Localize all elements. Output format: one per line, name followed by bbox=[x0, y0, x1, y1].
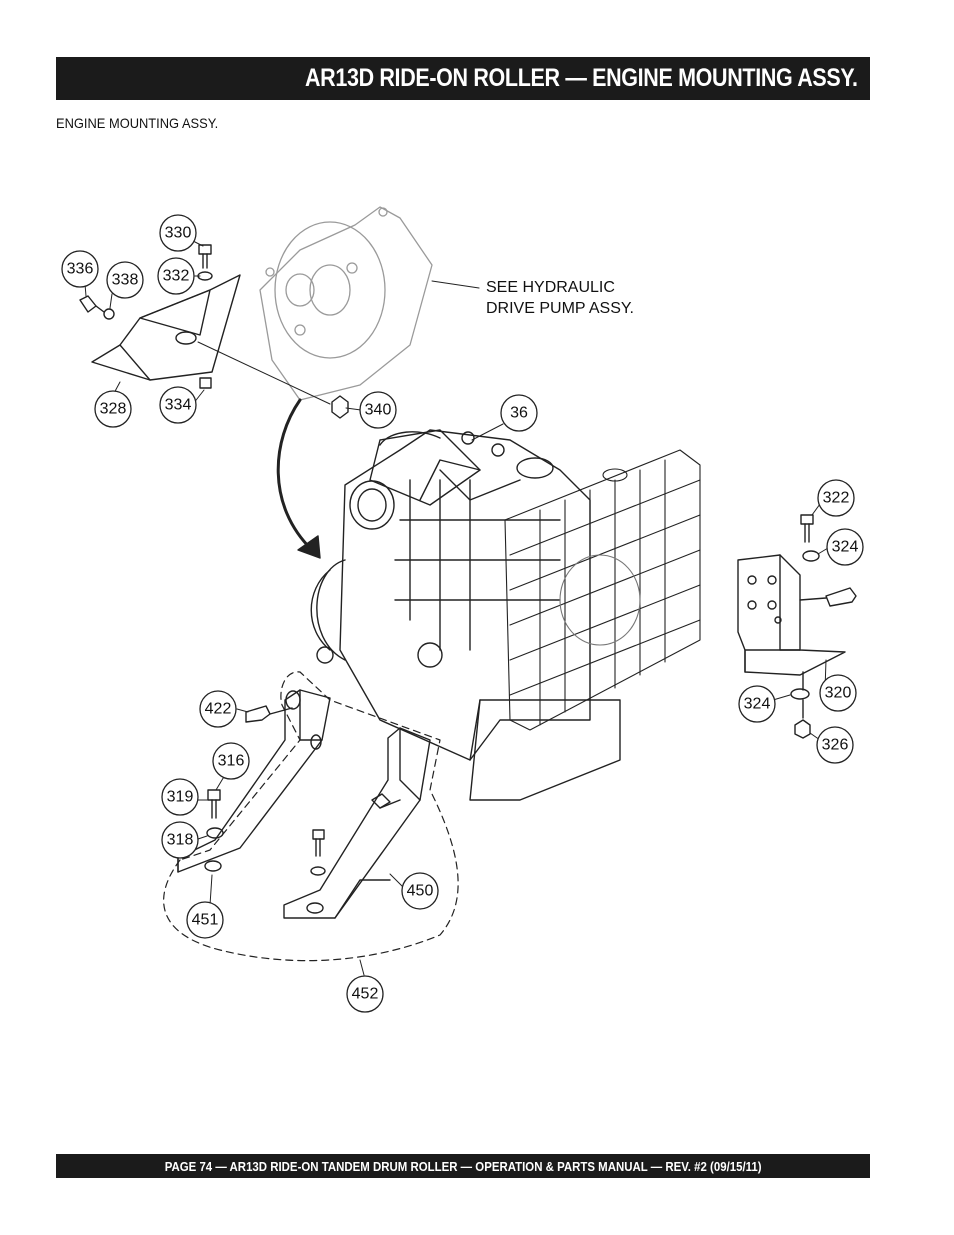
callout-circle-316 bbox=[212, 742, 250, 780]
callout-322: 322 bbox=[823, 490, 850, 507]
callout-452: 452 bbox=[352, 986, 379, 1003]
callout-circle-450 bbox=[401, 872, 439, 910]
callout-324-bottom: 324 bbox=[744, 696, 771, 713]
right-engine-bracket bbox=[737, 514, 857, 739]
pump-housing-drawing bbox=[259, 206, 433, 401]
page-title-bar: AR13D RIDE-ON ROLLER — ENGINE MOUNTING A… bbox=[56, 57, 870, 100]
callout-circle-326 bbox=[816, 726, 854, 764]
callout-circle-452 bbox=[346, 975, 384, 1013]
callout-319: 319 bbox=[167, 789, 194, 806]
callout-338: 338 bbox=[112, 272, 139, 289]
callout-340: 340 bbox=[365, 402, 392, 419]
callout-36: 36 bbox=[510, 405, 528, 422]
callout-circle-332 bbox=[157, 257, 195, 295]
page-title: AR13D RIDE-ON ROLLER — ENGINE MOUNTING A… bbox=[305, 64, 858, 92]
callout-330: 330 bbox=[165, 225, 192, 242]
callout-circle-36 bbox=[500, 394, 538, 432]
callout-332: 332 bbox=[163, 268, 190, 285]
note-line-2: DRIVE PUMP ASSY. bbox=[486, 300, 634, 317]
callout-circle-338 bbox=[106, 261, 144, 299]
callout-451: 451 bbox=[192, 912, 219, 929]
callout-circle-340 bbox=[359, 391, 397, 429]
callout-circle-334 bbox=[159, 386, 197, 424]
assembly-arrow bbox=[276, 398, 321, 559]
hydraulic-pump-note: SEE HYDRAULIC DRIVE PUMP ASSY. bbox=[486, 279, 634, 317]
callout-circle-322 bbox=[817, 479, 855, 517]
engine-drawing bbox=[310, 429, 621, 801]
callout-labels: 330 336 338 332 328 334 340 36 322 324 3… bbox=[67, 225, 859, 1003]
callout-450: 450 bbox=[407, 883, 434, 900]
callout-328: 328 bbox=[100, 401, 127, 418]
page-footer-bar: PAGE 74 — AR13D RIDE-ON TANDEM DRUM ROLL… bbox=[56, 1154, 870, 1178]
callout-336: 336 bbox=[67, 261, 94, 278]
page-footer-text: PAGE 74 — AR13D RIDE-ON TANDEM DRUM ROLL… bbox=[164, 1158, 762, 1174]
callout-318: 318 bbox=[167, 832, 194, 849]
callout-circle-318 bbox=[161, 821, 199, 859]
assembly-group-outline bbox=[163, 671, 459, 962]
callout-326: 326 bbox=[822, 737, 849, 754]
callout-324-top: 324 bbox=[832, 539, 859, 556]
callout-circle-324-bottom bbox=[738, 685, 776, 723]
section-subtitle: ENGINE MOUNTING ASSY. bbox=[56, 115, 219, 131]
callout-circle-324-top bbox=[826, 528, 864, 566]
note-line-1: SEE HYDRAULIC bbox=[486, 279, 615, 296]
left-engine-bracket bbox=[91, 274, 241, 381]
callout-circle-328 bbox=[94, 390, 132, 428]
callout-334: 334 bbox=[165, 397, 192, 414]
callout-circle-320 bbox=[819, 674, 857, 712]
callout-circle-422 bbox=[199, 690, 237, 728]
callout-circle-330 bbox=[159, 214, 197, 252]
callout-circle-319 bbox=[161, 778, 199, 816]
callout-422: 422 bbox=[205, 701, 232, 718]
callout-circle-336 bbox=[61, 250, 99, 288]
callout-316: 316 bbox=[218, 753, 245, 770]
callout-320: 320 bbox=[825, 685, 852, 702]
radiator-drawing bbox=[504, 449, 701, 731]
callout-circles bbox=[61, 214, 864, 1013]
callout-circle-451 bbox=[186, 901, 224, 939]
